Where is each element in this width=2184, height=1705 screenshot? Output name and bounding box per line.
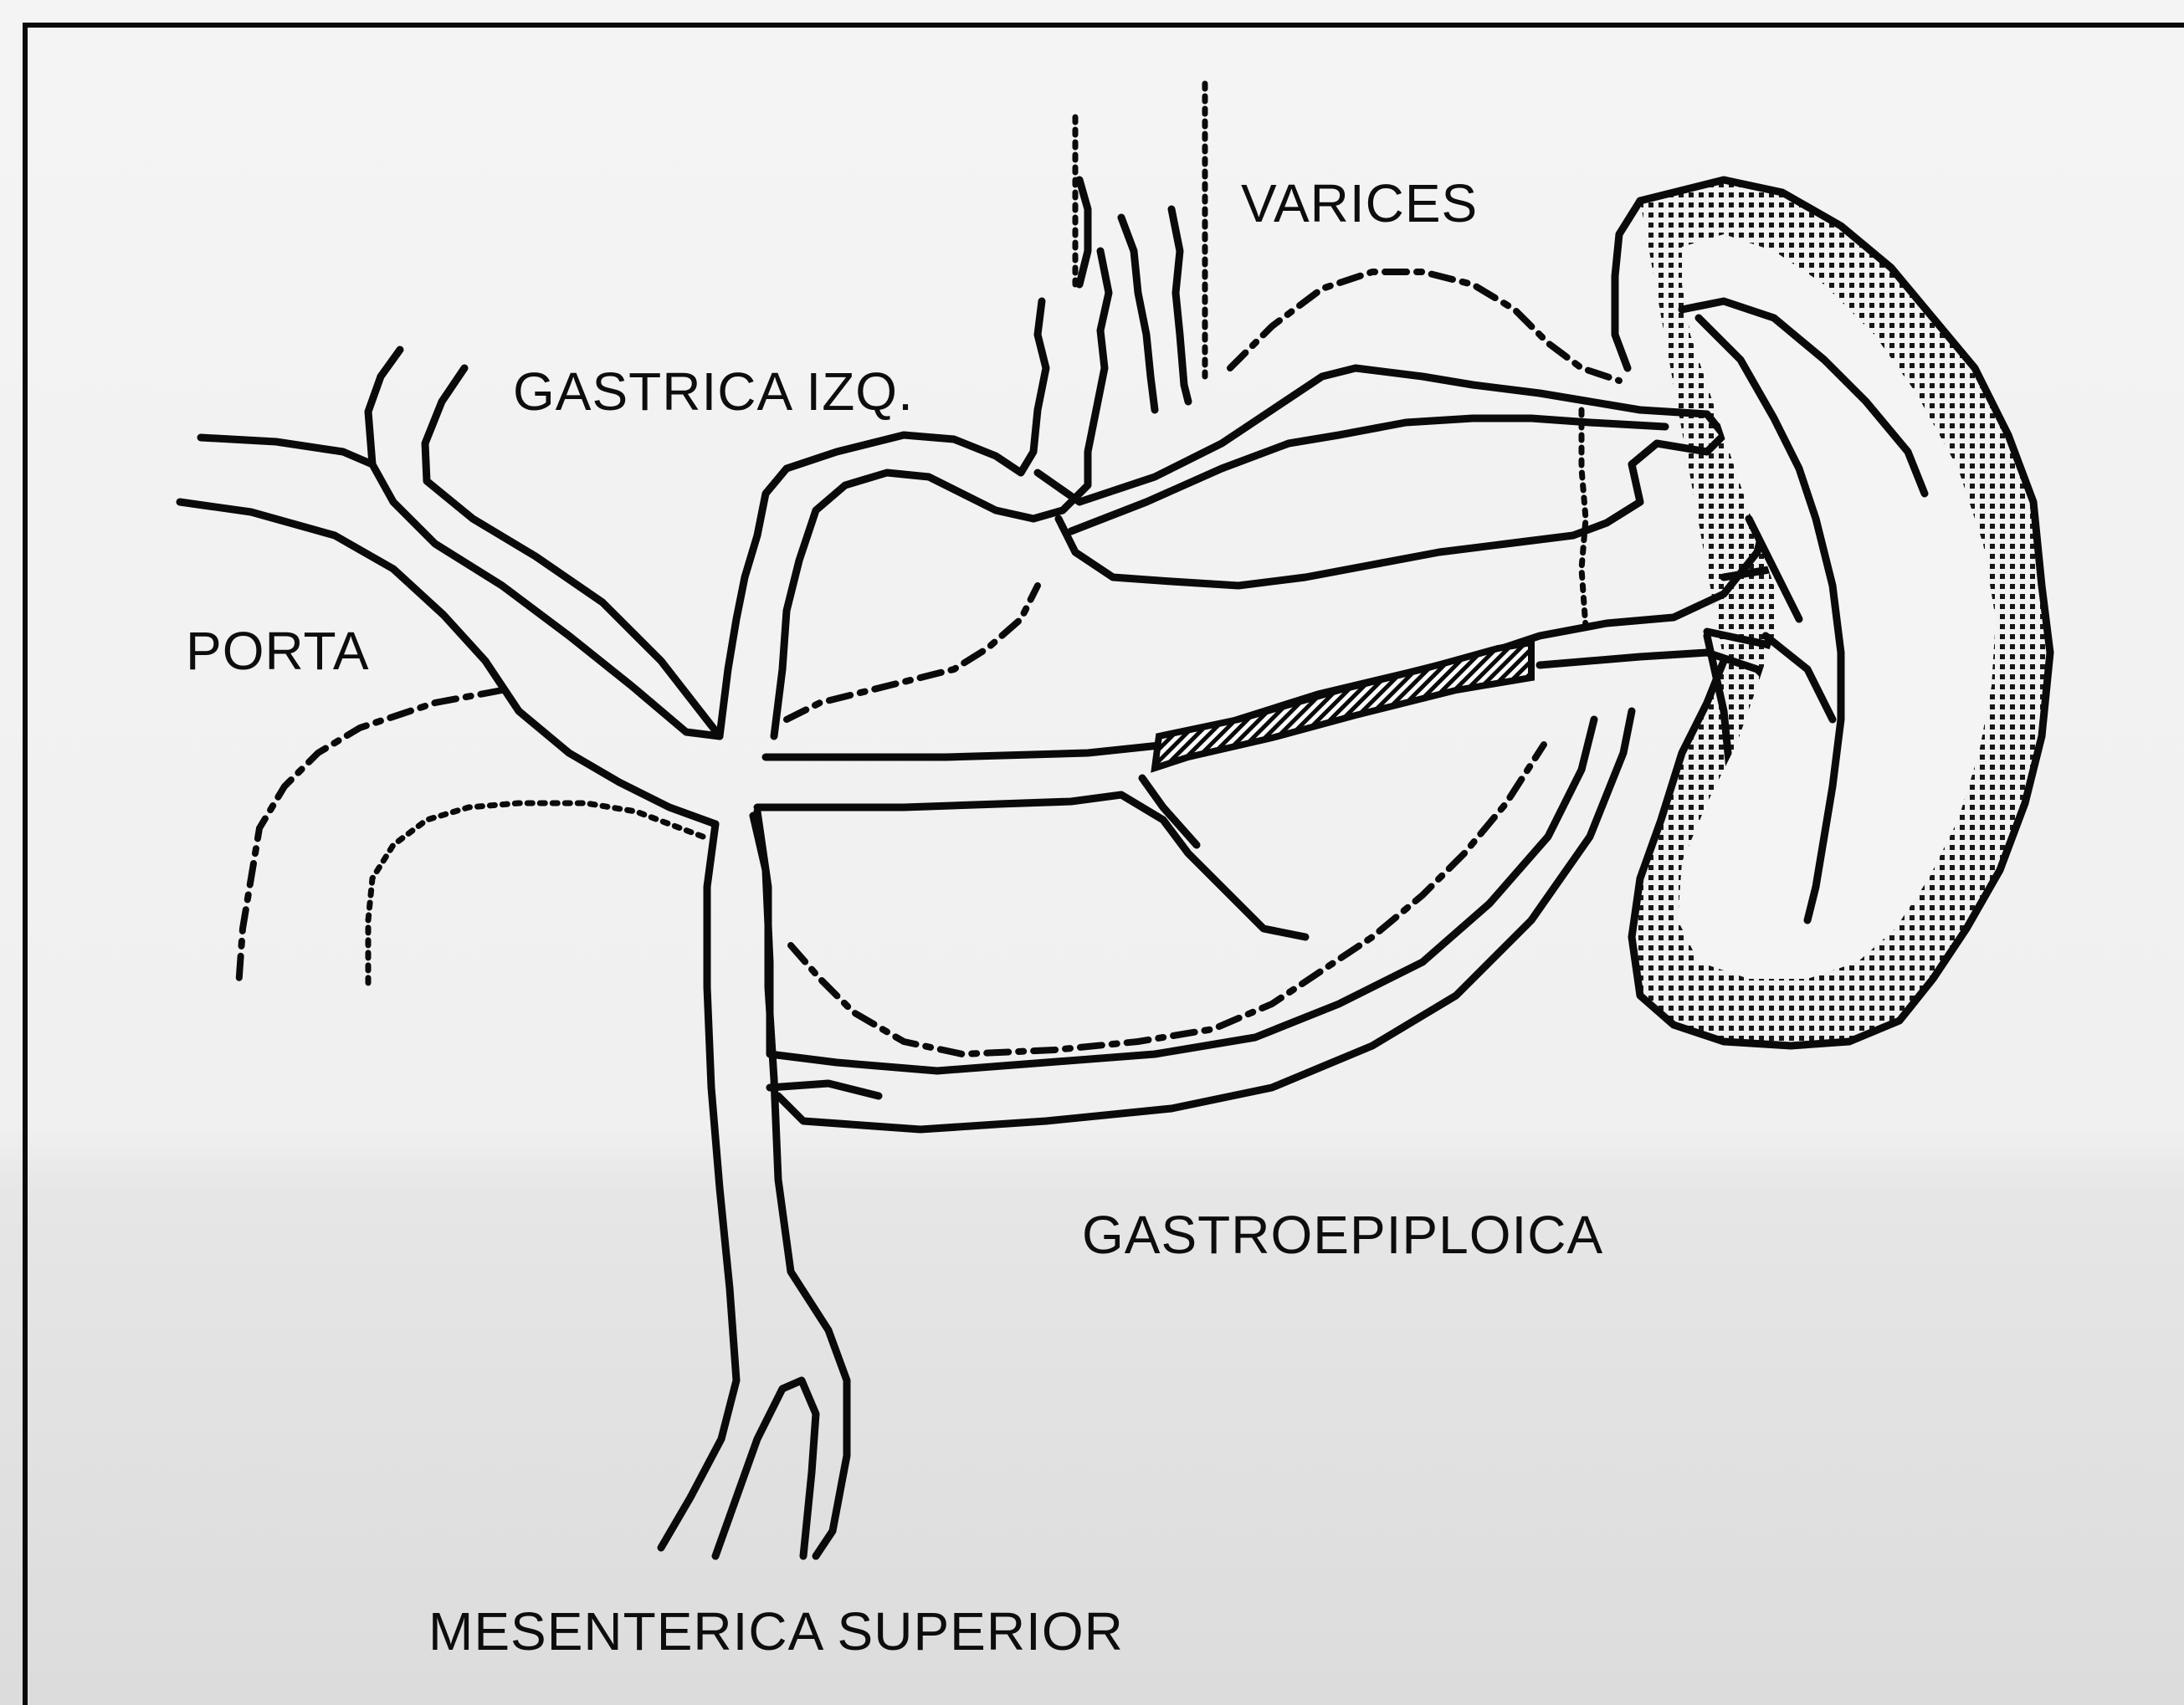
left-gastric-vein — [720, 180, 1724, 736]
label-porta: PORTA — [186, 621, 370, 681]
label-varices: VARICES — [1241, 173, 1478, 233]
gastroepiploic-vein — [753, 711, 1632, 1129]
label-gastrica-izq: GASTRICA IZQ. — [513, 361, 914, 422]
label-mesenterica-superior: MESENTERICA SUPERIOR — [428, 1601, 1124, 1661]
label-gastroepiploica: GASTROEPIPLOICA — [1082, 1205, 1603, 1265]
superior-mesenteric-vein — [661, 812, 847, 1556]
splenic-vein-hatched-segment — [1155, 643, 1531, 768]
